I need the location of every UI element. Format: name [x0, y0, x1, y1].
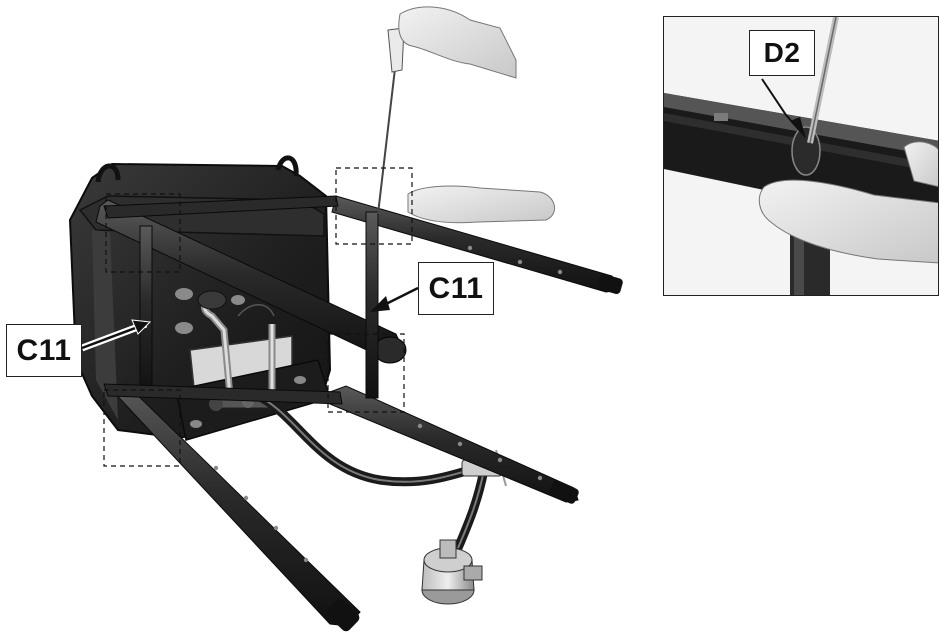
part-label-d2: D2: [749, 30, 815, 76]
part-label-c11-left: C11: [6, 324, 82, 377]
regulator: [421, 539, 483, 605]
frame-rails: [95, 195, 623, 632]
dashed-highlights: [103, 167, 413, 467]
part-label-c11-right: C11: [418, 262, 494, 315]
hands-with-screwdriver: [377, 6, 555, 224]
callout-arrows: [80, 286, 419, 352]
